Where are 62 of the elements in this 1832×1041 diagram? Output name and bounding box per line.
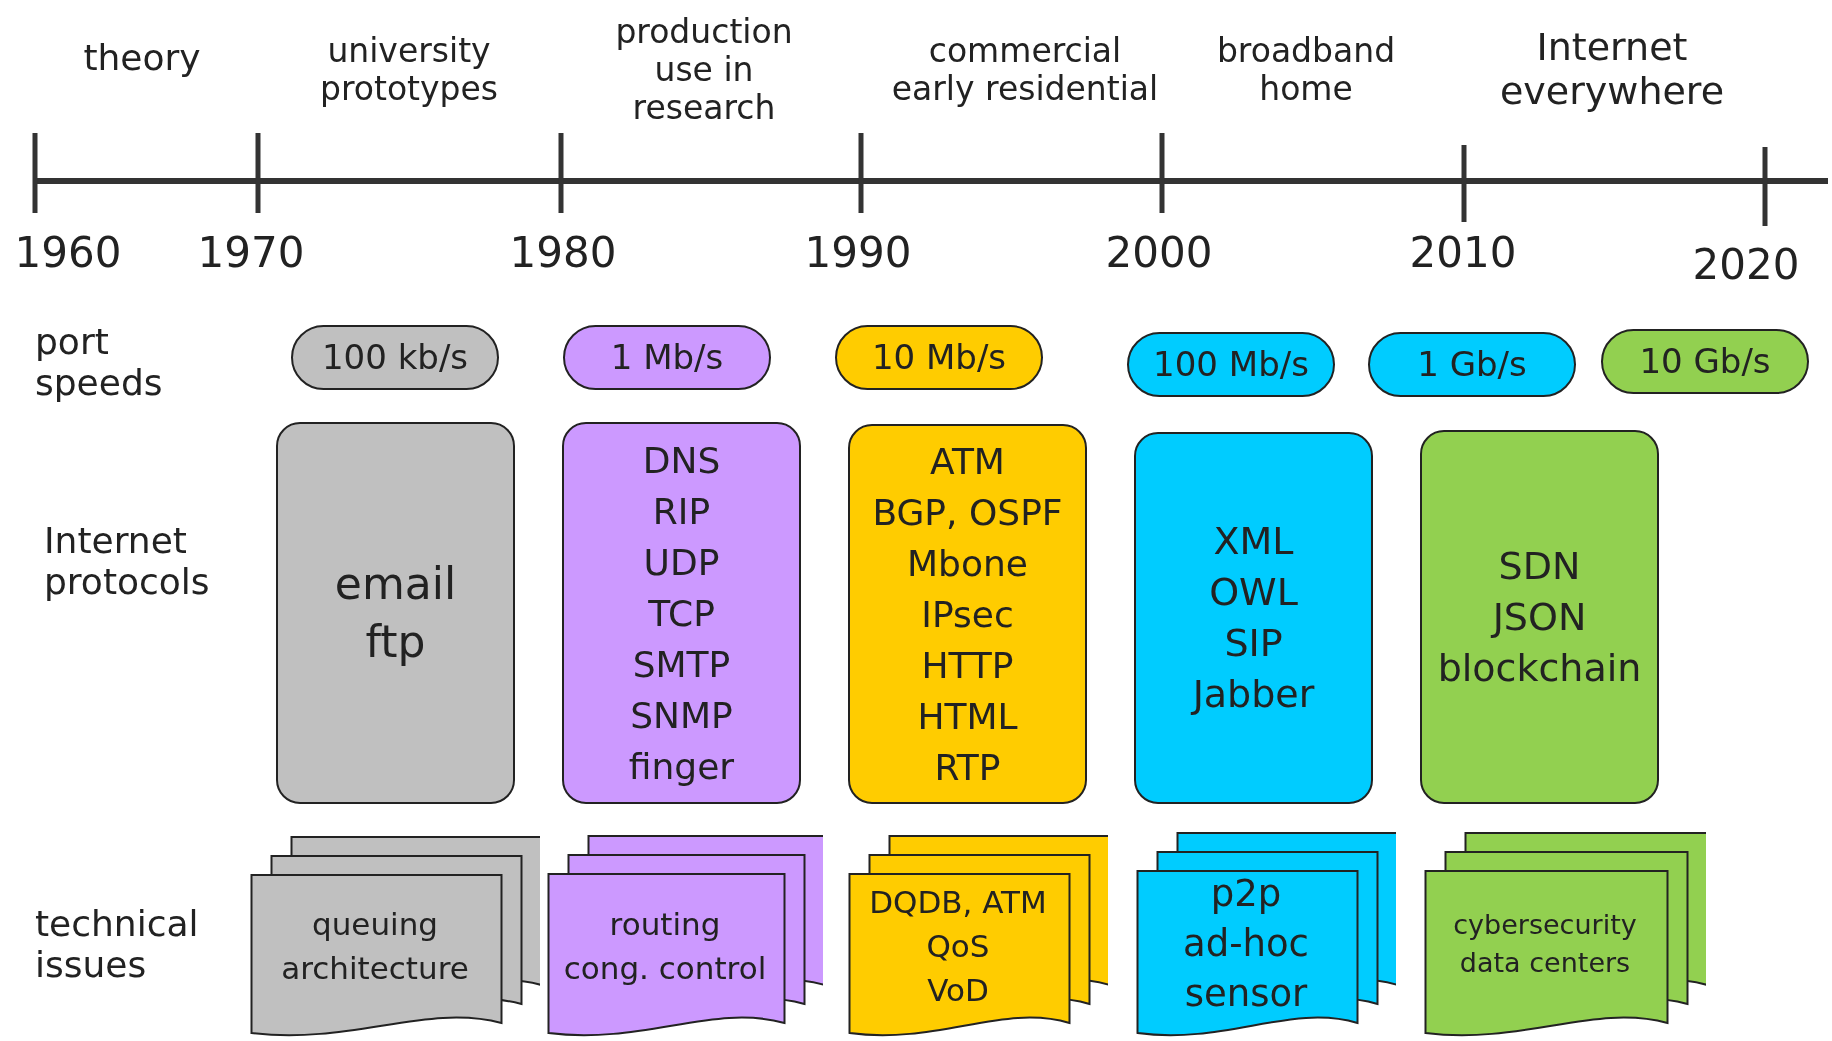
protocol-name: Mbone <box>907 541 1028 586</box>
era-label: commercial early residential <box>890 32 1160 108</box>
row-header: Internet protocols <box>44 519 211 603</box>
speed-label: 100 Mb/s <box>1153 344 1309 385</box>
protocol-name: RIP <box>652 489 711 534</box>
protocol-name: HTML <box>917 694 1018 739</box>
year-label: 2000 <box>1105 228 1213 278</box>
era-label: university prototypes <box>319 32 499 108</box>
era-label: broadband home <box>1215 32 1397 108</box>
issue-text: architecture <box>281 949 469 988</box>
protocol-name: TCP <box>648 591 715 636</box>
issue-text: ad-hoc <box>1183 921 1309 967</box>
protocol-name: finger <box>628 744 735 789</box>
protocol-name: RTP <box>934 745 1001 790</box>
issue-text: QoS <box>926 926 990 966</box>
year-label: 1960 <box>14 228 122 278</box>
protocol-name: XML <box>1213 518 1294 565</box>
protocol-name: Jabber <box>1192 671 1315 718</box>
speed-label: 10 Mb/s <box>871 337 1007 378</box>
protocol-box <box>276 422 515 804</box>
protocol-name: HTTP <box>921 643 1014 688</box>
issue-text: VoD <box>927 970 989 1010</box>
protocol-name: ATM <box>930 439 1005 484</box>
issue-text: cong. control <box>563 948 767 988</box>
era-label: production use in research <box>614 13 794 127</box>
era-label: Internet everywhere <box>1498 26 1726 114</box>
year-label: 2020 <box>1692 240 1800 290</box>
protocol-name: email <box>334 557 457 611</box>
speed-label: 1 Mb/s <box>610 337 724 378</box>
protocol-name: JSON <box>1492 593 1587 641</box>
era-label: theory <box>82 37 202 79</box>
protocol-name: DNS <box>642 438 721 483</box>
protocol-box <box>848 424 1087 804</box>
protocol-name: SDN <box>1498 542 1581 590</box>
protocol-box <box>1420 430 1659 804</box>
year-label: 1970 <box>197 228 305 278</box>
protocol-name: SNMP <box>630 693 733 738</box>
protocol-name: SMTP <box>632 642 731 687</box>
issue-text: routing <box>609 904 721 944</box>
protocol-name: IPsec <box>921 592 1014 637</box>
protocol-box <box>1134 432 1373 804</box>
row-header: technical issues <box>35 902 200 986</box>
speed-label: 1 Gb/s <box>1417 344 1527 385</box>
protocol-name: UDP <box>643 540 720 585</box>
year-label: 1990 <box>804 228 912 278</box>
protocol-name: SIP <box>1224 620 1283 667</box>
protocol-name: blockchain <box>1437 644 1642 692</box>
protocol-name: BGP, OSPF <box>872 490 1063 535</box>
speed-label: 100 kb/s <box>321 337 469 378</box>
protocol-name: ftp <box>365 615 426 669</box>
row-header: port speeds <box>35 320 164 404</box>
issue-text: data centers <box>1459 946 1631 980</box>
issue-text: DQDB, ATM <box>869 882 1047 922</box>
protocol-name: OWL <box>1209 569 1298 616</box>
issue-text: queuing <box>312 905 438 944</box>
year-label: 2010 <box>1409 228 1517 278</box>
issue-text: cybersecurity <box>1453 908 1637 942</box>
protocol-box <box>562 422 801 804</box>
year-label: 1980 <box>509 228 617 278</box>
issue-text: p2p <box>1210 871 1282 917</box>
issue-text: sensor <box>1184 971 1308 1017</box>
speed-label: 10 Gb/s <box>1639 341 1771 382</box>
